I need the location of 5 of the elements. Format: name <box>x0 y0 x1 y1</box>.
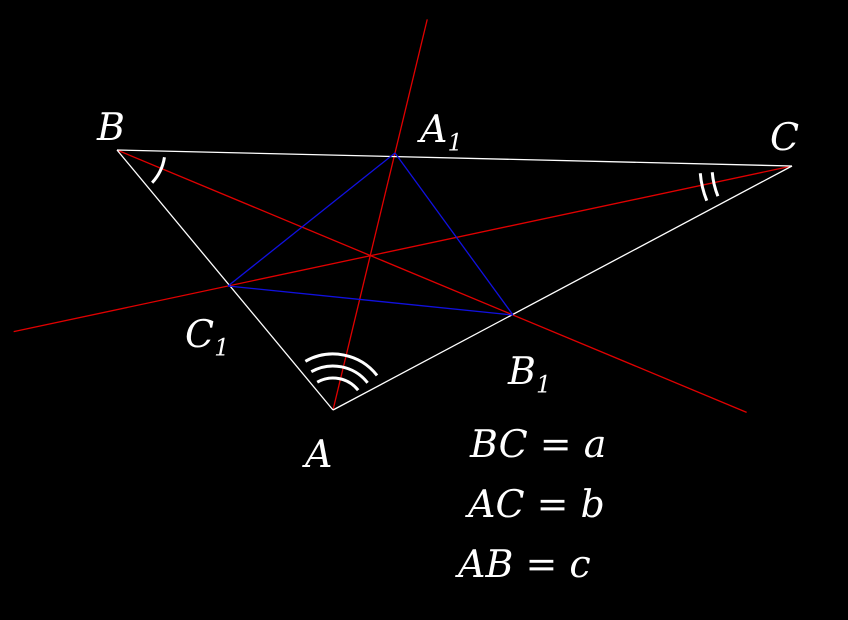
point-label: C$_{1}$ <box>185 315 230 360</box>
point-label: B <box>97 108 125 146</box>
point-label: C <box>770 118 800 156</box>
point-label: B$_{1}$ <box>508 352 552 397</box>
equation-text: BC = a <box>470 425 606 463</box>
